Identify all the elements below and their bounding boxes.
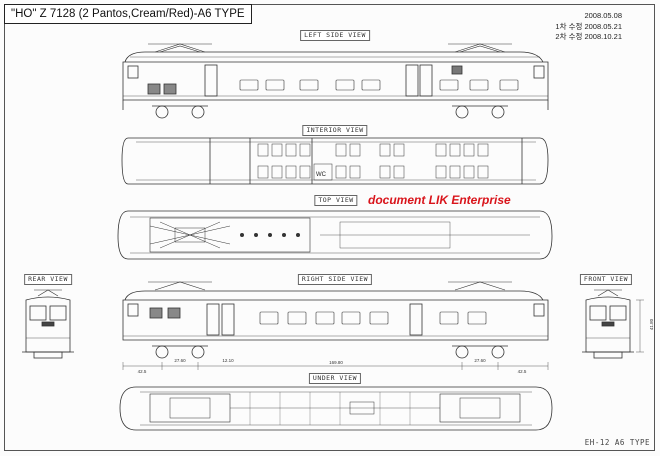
interior-view-drawing [121,137,549,185]
dim-bogie-wheelbase-right: 27.60 [474,358,486,363]
dim-bogie-centers: 169.80 [329,360,343,365]
right-side-view-label: RIGHT SIDE VIEW [297,274,373,285]
dim-bogie-wheelbase-left: 27.60 [174,358,186,363]
revision-1: 1차 수정 2008.05.21 [555,22,622,31]
dim-front-height: 41.80 [649,318,655,331]
revision-date: 2008.05.08 [584,11,622,20]
top-view-label: TOP VIEW [314,195,358,206]
dim-bogie-offset: 12.10 [222,358,234,363]
dim-right-overhang: 42.5 [517,369,527,374]
bogie-right-side-2 [452,345,508,359]
pantograph-right [448,43,512,53]
drawing-title: "HO" Z 7128 (2 Pantos,Cream/Red)-A6 TYPE [4,4,252,24]
front-view-label: FRONT VIEW [579,274,633,285]
bogie-left-side-2 [452,105,508,119]
rear-view-drawing [22,289,74,359]
right-side-view-drawing [122,281,549,370]
under-view-drawing [119,386,553,431]
bogie-right-side-1 [152,345,208,359]
bogie-left-side-1 [152,105,208,119]
left-side-view-label: LEFT SIDE VIEW [300,30,370,41]
drawing-frame [4,4,655,451]
wc-label: WC [316,172,326,178]
front-view-drawing [582,289,644,359]
top-view-drawing [117,210,553,260]
interior-view-label: INTERIOR VIEW [302,125,368,136]
watermark-text: document LIK Enterprise [368,193,511,207]
rear-view-label: REAR VIEW [24,274,72,285]
model-code: EH-12 A6 TYPE [584,438,650,447]
revision-2: 2차 수정 2008.10.21 [555,32,622,41]
pantograph-left [148,43,212,53]
under-view-label: UNDER VIEW [308,373,362,384]
dim-left-overhang: 42.5 [137,369,147,374]
left-side-view-drawing [122,43,549,119]
